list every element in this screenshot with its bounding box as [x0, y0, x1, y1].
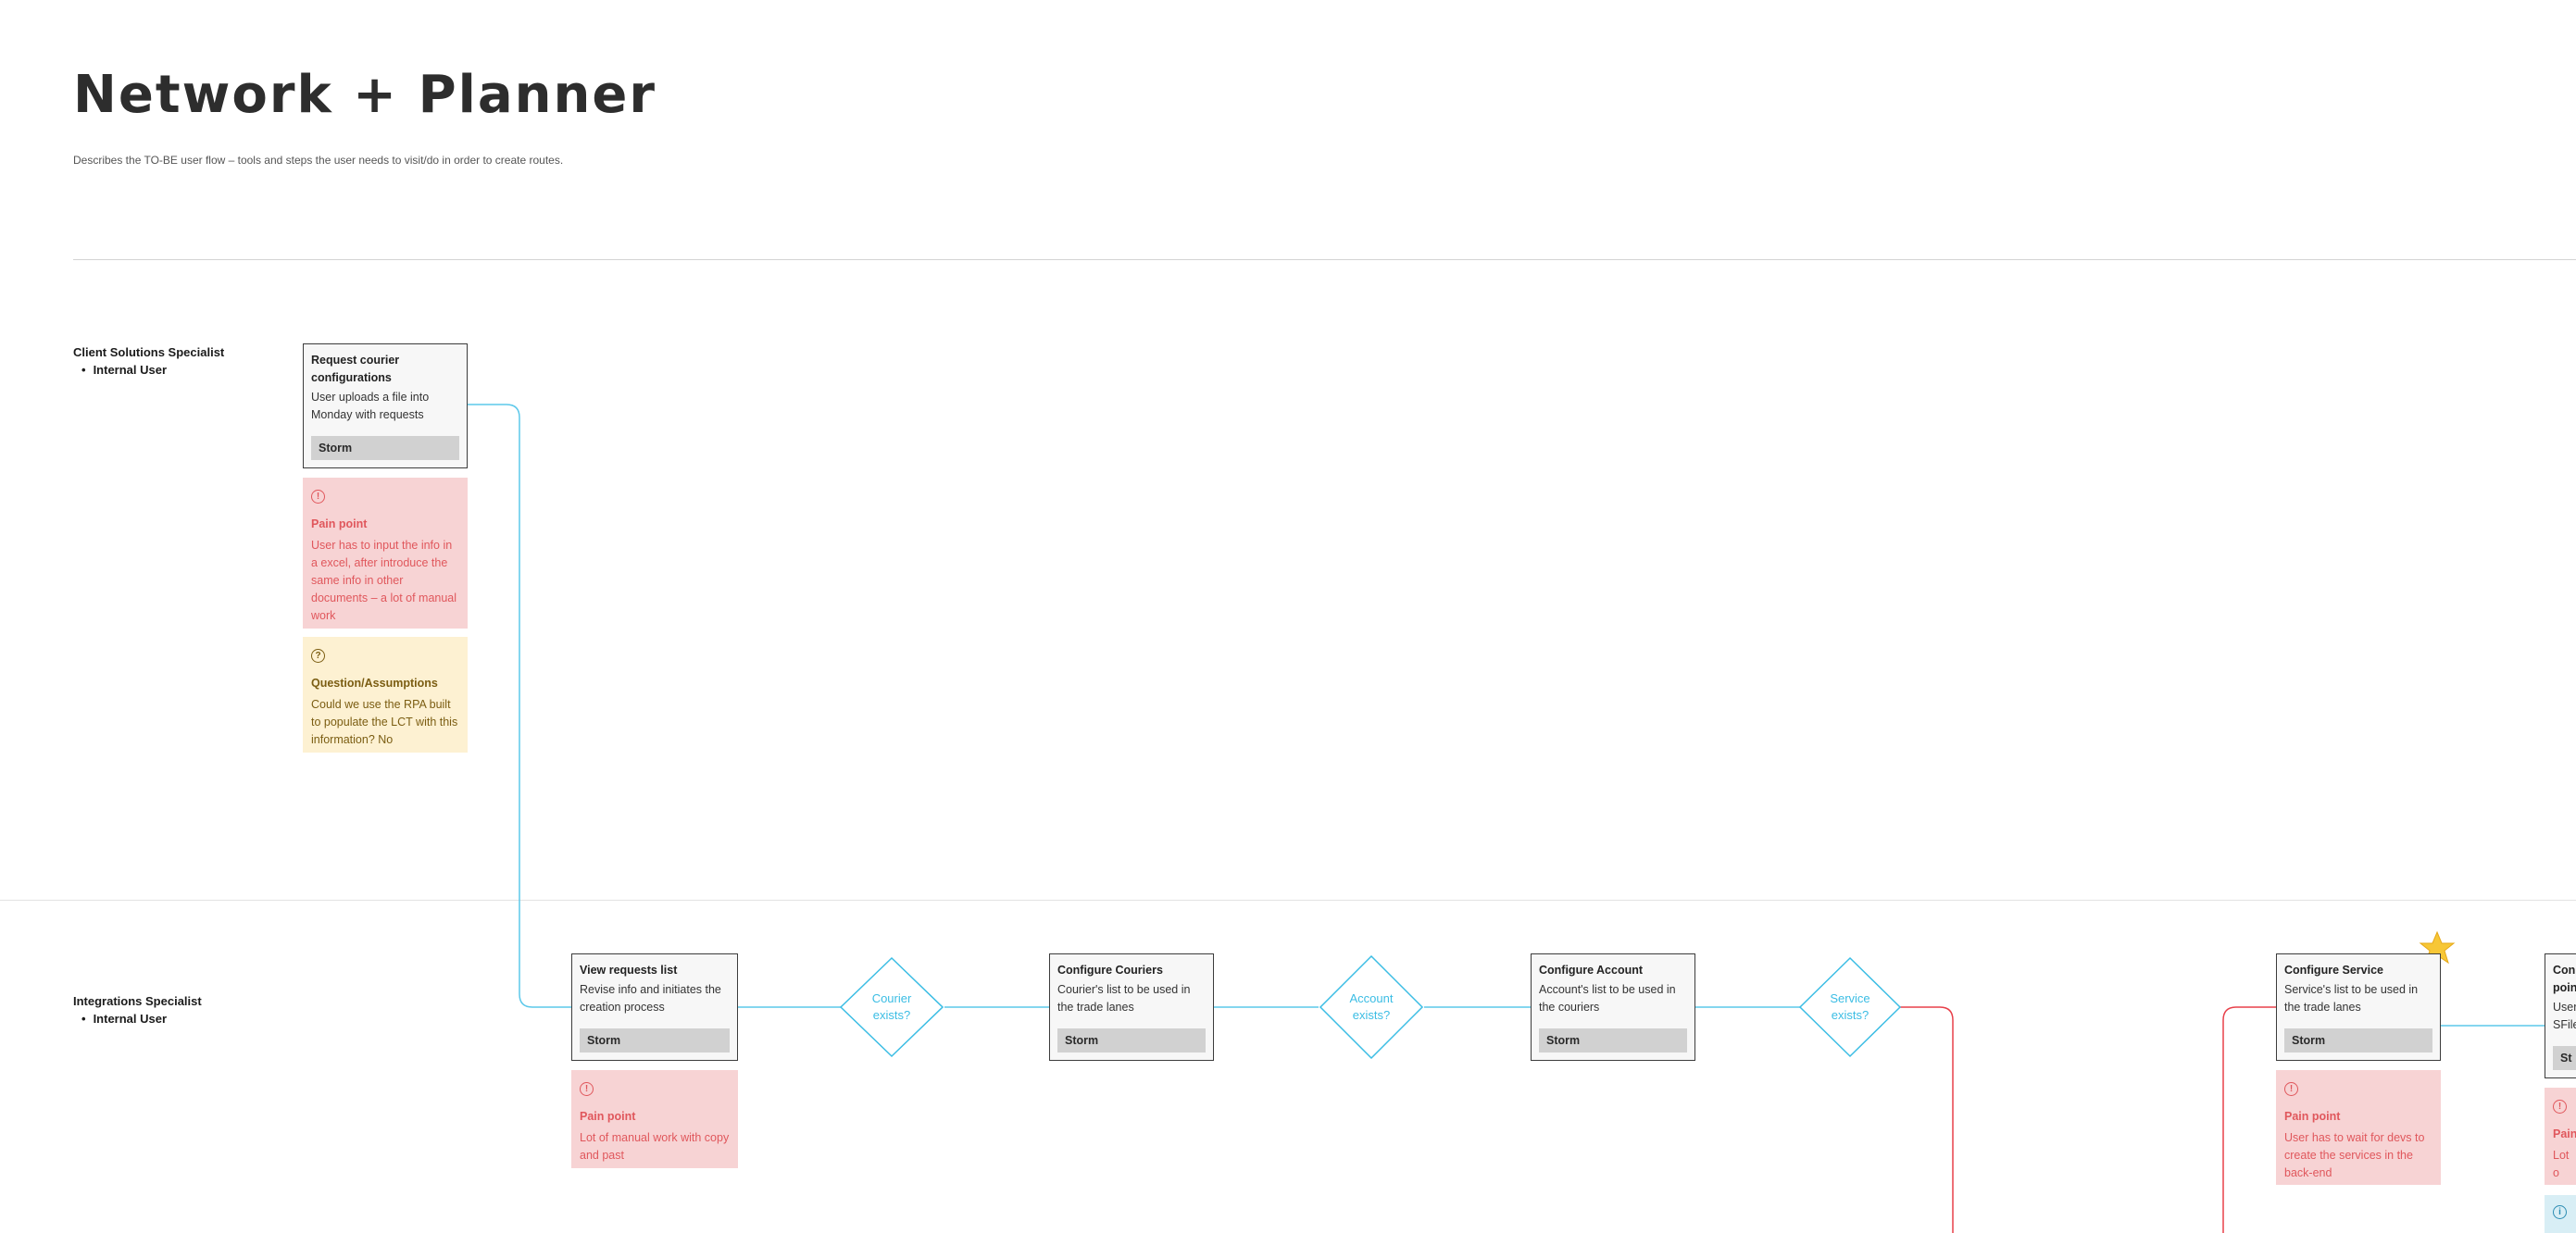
decision-courier-shape: [839, 956, 944, 1058]
step-configure-account[interactable]: Configure Account Account's list to be u…: [1531, 953, 1695, 1061]
tool-tag: Storm: [1057, 1028, 1206, 1052]
tool-tag: Storm: [311, 436, 459, 460]
pain-point-text: Lot o copy: [2553, 1149, 2576, 1185]
step-description: User SFile: [2553, 1001, 2576, 1031]
pain-point-label: Pain: [2553, 1127, 2576, 1140]
tool-tag: Storm: [2284, 1028, 2432, 1052]
step-description: Revise info and initiates the creation p…: [580, 983, 721, 1014]
alert-circle-icon: !: [2284, 1082, 2298, 1096]
step-title: Request courier configurations: [311, 354, 400, 384]
step-configure-service[interactable]: Configure Service Service's list to be u…: [2276, 953, 2441, 1061]
pain-point-label: Pain point: [2284, 1110, 2341, 1123]
step-description: Service's list to be used in the trade l…: [2284, 983, 2419, 1014]
lane-label-client-solutions: Client Solutions Specialist Internal Use…: [73, 343, 224, 379]
connector-back-to-service: [2222, 1006, 2276, 1233]
question-circle-icon: ?: [311, 649, 325, 663]
step-title: View requests list: [580, 964, 678, 977]
pain-point-request: ! Pain point User has to input the info …: [303, 478, 468, 629]
step-description: User uploads a file into Monday with req…: [311, 391, 430, 421]
info-note-partial: i: [2545, 1195, 2576, 1233]
pain-point-service: ! Pain point User has to wait for devs t…: [2276, 1070, 2441, 1185]
pain-point-view: ! Pain point Lot of manual work with cop…: [571, 1070, 738, 1168]
decision-service-shape: [1798, 956, 1902, 1058]
lane-role: Client Solutions Specialist: [73, 345, 225, 359]
step-title: Configure Account: [1539, 964, 1644, 977]
connector-service-no-branch: [1900, 1006, 1954, 1233]
step-partial-next[interactable]: Con poin User SFile St: [2545, 953, 2576, 1078]
lane-divider: [0, 900, 2576, 901]
lane-label-integrations: Integrations Specialist Internal User: [73, 992, 202, 1028]
step-description: Courier's list to be used in the trade l…: [1057, 983, 1191, 1014]
pain-point-text: User has to wait for devs to create the …: [2284, 1131, 2425, 1179]
alert-circle-icon: !: [2553, 1100, 2567, 1114]
page-title: Network + Planner: [73, 65, 657, 125]
pain-point-text: Lot of manual work with copy and past: [580, 1131, 730, 1162]
question-assumption-request: ? Question/Assumptions Could we use the …: [303, 637, 468, 753]
question-text: Could we use the RPA built to populate t…: [311, 698, 458, 746]
step-view-requests-list[interactable]: View requests list Revise info and initi…: [571, 953, 738, 1061]
pain-point-text: User has to input the info in a excel, a…: [311, 539, 457, 622]
lane-user-type: Internal User: [73, 361, 224, 379]
step-title: Configure Service: [2284, 964, 2383, 977]
tool-tag: Storm: [580, 1028, 730, 1052]
step-title: Con poin: [2553, 964, 2576, 994]
step-request-courier-configurations[interactable]: Request courier configurations User uplo…: [303, 343, 468, 468]
pain-point-label: Pain point: [580, 1110, 636, 1123]
tool-tag: Storm: [1539, 1028, 1687, 1052]
lane-role: Integrations Specialist: [73, 994, 202, 1008]
step-title: Configure Couriers: [1057, 964, 1163, 977]
pain-point-partial: ! Pain Lot o copy: [2545, 1088, 2576, 1185]
decision-account-shape: [1319, 954, 1424, 1060]
header-divider: [73, 259, 2576, 260]
question-label: Question/Assumptions: [311, 677, 438, 690]
tool-tag: St: [2553, 1046, 2576, 1070]
alert-circle-icon: !: [311, 490, 325, 504]
alert-circle-icon: !: [580, 1082, 594, 1096]
step-configure-couriers[interactable]: Configure Couriers Courier's list to be …: [1049, 953, 1214, 1061]
page-description: Describes the TO-BE user flow – tools an…: [73, 154, 564, 167]
pain-point-label: Pain point: [311, 517, 368, 530]
info-circle-icon: i: [2553, 1205, 2567, 1219]
step-description: Account's list to be used in the courier…: [1539, 983, 1676, 1014]
lane-user-type: Internal User: [73, 1010, 202, 1028]
connector-request-to-view: [468, 404, 571, 1008]
